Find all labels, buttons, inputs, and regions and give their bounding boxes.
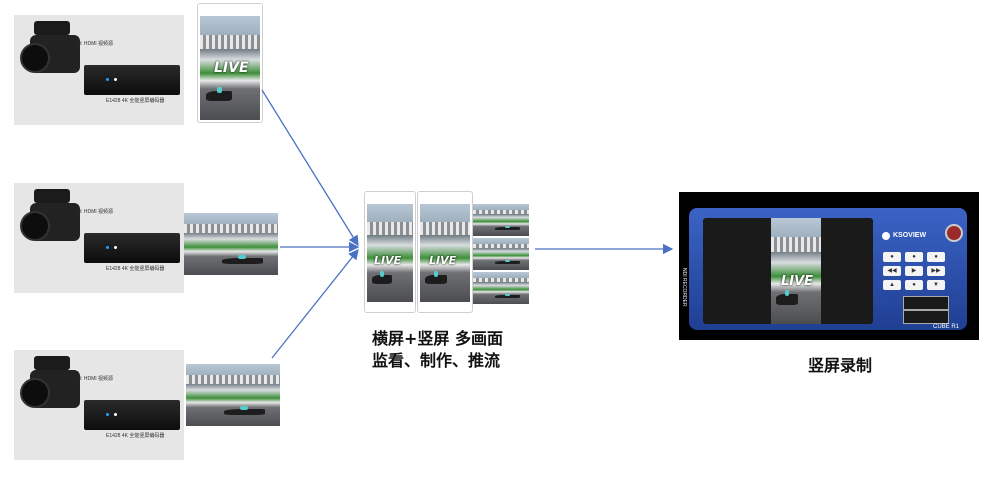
down-button[interactable]: ▼ [927,280,945,290]
encoder-device [84,400,180,430]
ok-button[interactable]: ● [905,280,923,290]
arrow-source-1 [261,89,359,247]
monitor-horizontal-screen-2 [473,238,529,270]
monitor-horizontal-screen-3 [473,272,529,304]
hdmi-source-label: ① HDMI 视频源 [78,41,114,47]
arrow-source-3 [271,248,359,359]
up-button[interactable]: ▲ [883,280,901,290]
live-overlay-text: LIVE [214,60,249,76]
horizontal-race-screen-3 [186,364,280,426]
brand-logo-icon [882,232,890,240]
monitor-vertical-screen-2: LIVE [417,191,473,313]
source-panel-2: ① HDMI 视频源 E1428 4K 全能竖屏编码器 [14,183,184,293]
live-overlay-text: LIVE [374,254,402,267]
recorder-front-panel: NDI RECORDER LIVE KSOVIEW ● ● ● ◀◀ ▶ ▶▶ … [681,208,967,330]
forward-button[interactable]: ▶▶ [927,266,945,276]
encoder-device [84,233,180,263]
control-button[interactable]: ● [883,252,901,262]
rewind-button[interactable]: ◀◀ [883,266,901,276]
hdmi-source-label: ① HDMI 视频源 [78,209,114,215]
camera-icon [20,189,88,257]
source-panel-1: ① HDMI 视频源 E1428 4K 全能竖屏编码器 [14,15,184,125]
recorder-device: NDI RECORDER LIVE KSOVIEW ● ● ● ◀◀ ▶ ▶▶ … [679,192,979,340]
encoder-label: E1428 4K 全能竖屏编码器 [106,433,165,439]
encoder-device [84,65,180,95]
vertical-phone-screen-1: LIVE [197,3,263,123]
monitor-horizontal-screen-1 [473,204,529,236]
brand-name: KSOVIEW [893,232,927,239]
monitor-caption-line2: 监看、制作、推流 [372,351,501,370]
monitor-caption-line1: 横屏+竖屏 多画面 [372,329,503,348]
encoder-label: E1428 4K 全能竖屏编码器 [106,266,165,272]
horizontal-race-screen-2 [184,213,278,275]
hdmi-source-label: ① HDMI 视频源 [78,376,114,382]
recorder-caption: 竖屏录制 [808,356,873,375]
play-button[interactable]: ▶ [905,266,923,276]
live-overlay-text: LIVE [429,254,457,267]
power-knob-icon[interactable] [945,224,963,242]
camera-icon [20,21,88,89]
control-button[interactable]: ● [905,252,923,262]
source-panel-3: ① HDMI 视频源 E1428 4K 全能竖屏编码器 [14,350,184,460]
storage-slot [903,296,949,310]
monitor-vertical-screen-1: LIVE [364,191,416,313]
encoder-label: E1428 4K 全能竖屏编码器 [106,98,165,104]
recorder-screen: LIVE [703,218,873,324]
storage-slot [903,310,949,324]
camera-icon [20,356,88,424]
recorder-model: CUBE R1 [933,324,960,330]
control-button[interactable]: ● [927,252,945,262]
race-image [200,16,260,120]
live-overlay-text: LIVE [781,274,814,289]
